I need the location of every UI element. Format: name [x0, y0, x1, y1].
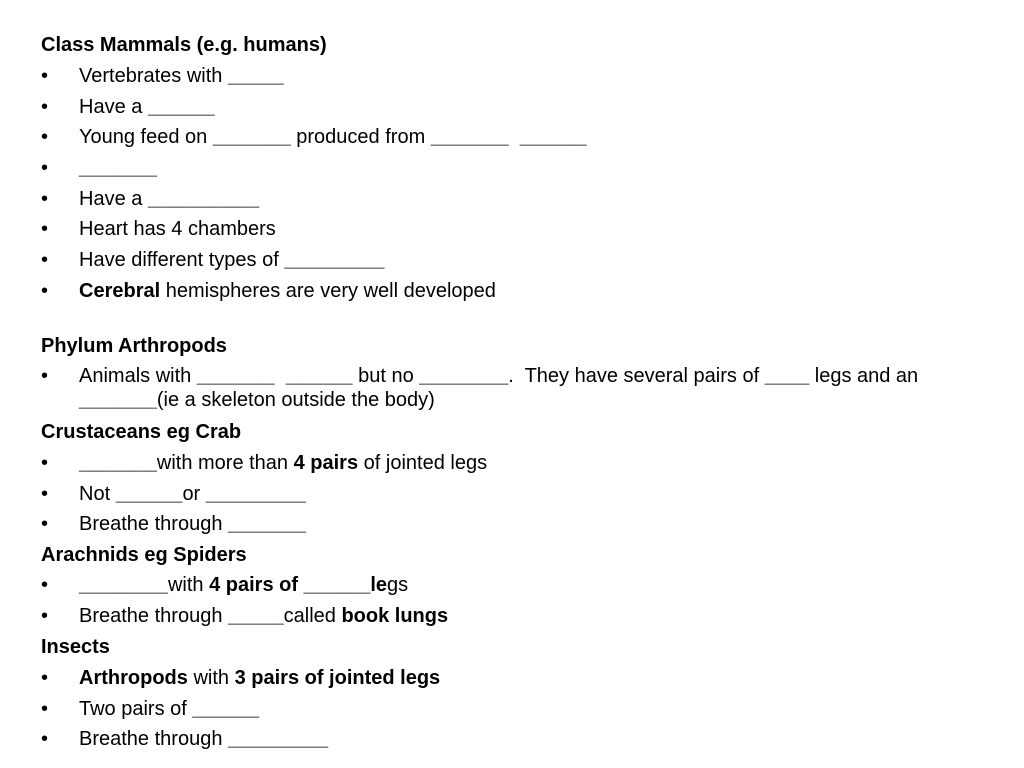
blank: _______: [79, 157, 157, 179]
bullet-young-feed: • Young feed on _______ produced from __…: [41, 126, 587, 148]
bullet-not-or: • Not ______or _________: [41, 483, 306, 505]
blank: _______: [228, 513, 306, 535]
blank: _______: [212, 126, 291, 148]
heading-mammals: Class Mammals (e.g. humans): [41, 34, 327, 56]
bullet-heart: • Heart has 4 chambers: [41, 218, 276, 240]
blank: ________: [79, 574, 168, 596]
blank: _________: [205, 483, 306, 505]
bullet-crustacean-breathe: • Breathe through _______: [41, 513, 306, 535]
blank: ____: [764, 365, 810, 387]
blank: _________: [284, 249, 385, 271]
bullet-insect-legs: • Arthropods with 3 pairs of jointed leg…: [41, 667, 441, 689]
blank: _______: [79, 452, 157, 474]
blank: _______: [430, 126, 509, 148]
blank: ______: [147, 96, 215, 118]
bullet-arachnid-breathe: • Breathe through _____called book lungs: [41, 605, 449, 627]
bullet-blank-only: • _______: [41, 157, 157, 179]
heading-arthropods: Phylum Arthropods: [41, 335, 227, 357]
bullet-have-a-1: • Have a ______: [41, 96, 215, 118]
blank: ______: [285, 365, 353, 387]
bullet-vertebrates: • Vertebrates with _____: [41, 65, 284, 87]
blank: _________: [228, 728, 329, 750]
blank: ______: [303, 574, 371, 596]
heading-arachnids: Arachnids eg Spiders: [41, 544, 247, 566]
bullet-crustacean-legs: • _______with more than 4 pairs of joint…: [41, 452, 488, 474]
bullet-insect-breathe: • Breathe through _________: [41, 728, 329, 750]
blank: ______: [519, 126, 587, 148]
bullet-arachnid-legs: • ________with 4 pairs of ______legs: [41, 574, 409, 596]
bullet-cerebral: • Cerebral hemispheres are very well dev…: [41, 280, 496, 302]
blank: ______: [115, 483, 183, 505]
blank: _______: [79, 389, 157, 411]
heading-insects: Insects: [41, 636, 110, 658]
blank: _____: [228, 605, 284, 627]
bullet-types-of: • Have different types of _________: [41, 249, 385, 271]
bullet-have-a-2: • Have a __________: [41, 188, 260, 210]
blank: ________: [419, 365, 509, 387]
blank: _______: [196, 365, 275, 387]
blank: __________: [147, 188, 260, 210]
bullet-animals-with: • Animals with _______ ______ but no ___…: [41, 365, 924, 411]
bullet-two-pairs: • Two pairs of ______: [41, 698, 260, 720]
blank: ______: [192, 698, 260, 720]
blank: _____: [227, 65, 284, 87]
heading-crustaceans: Crustaceans eg Crab: [41, 421, 242, 443]
